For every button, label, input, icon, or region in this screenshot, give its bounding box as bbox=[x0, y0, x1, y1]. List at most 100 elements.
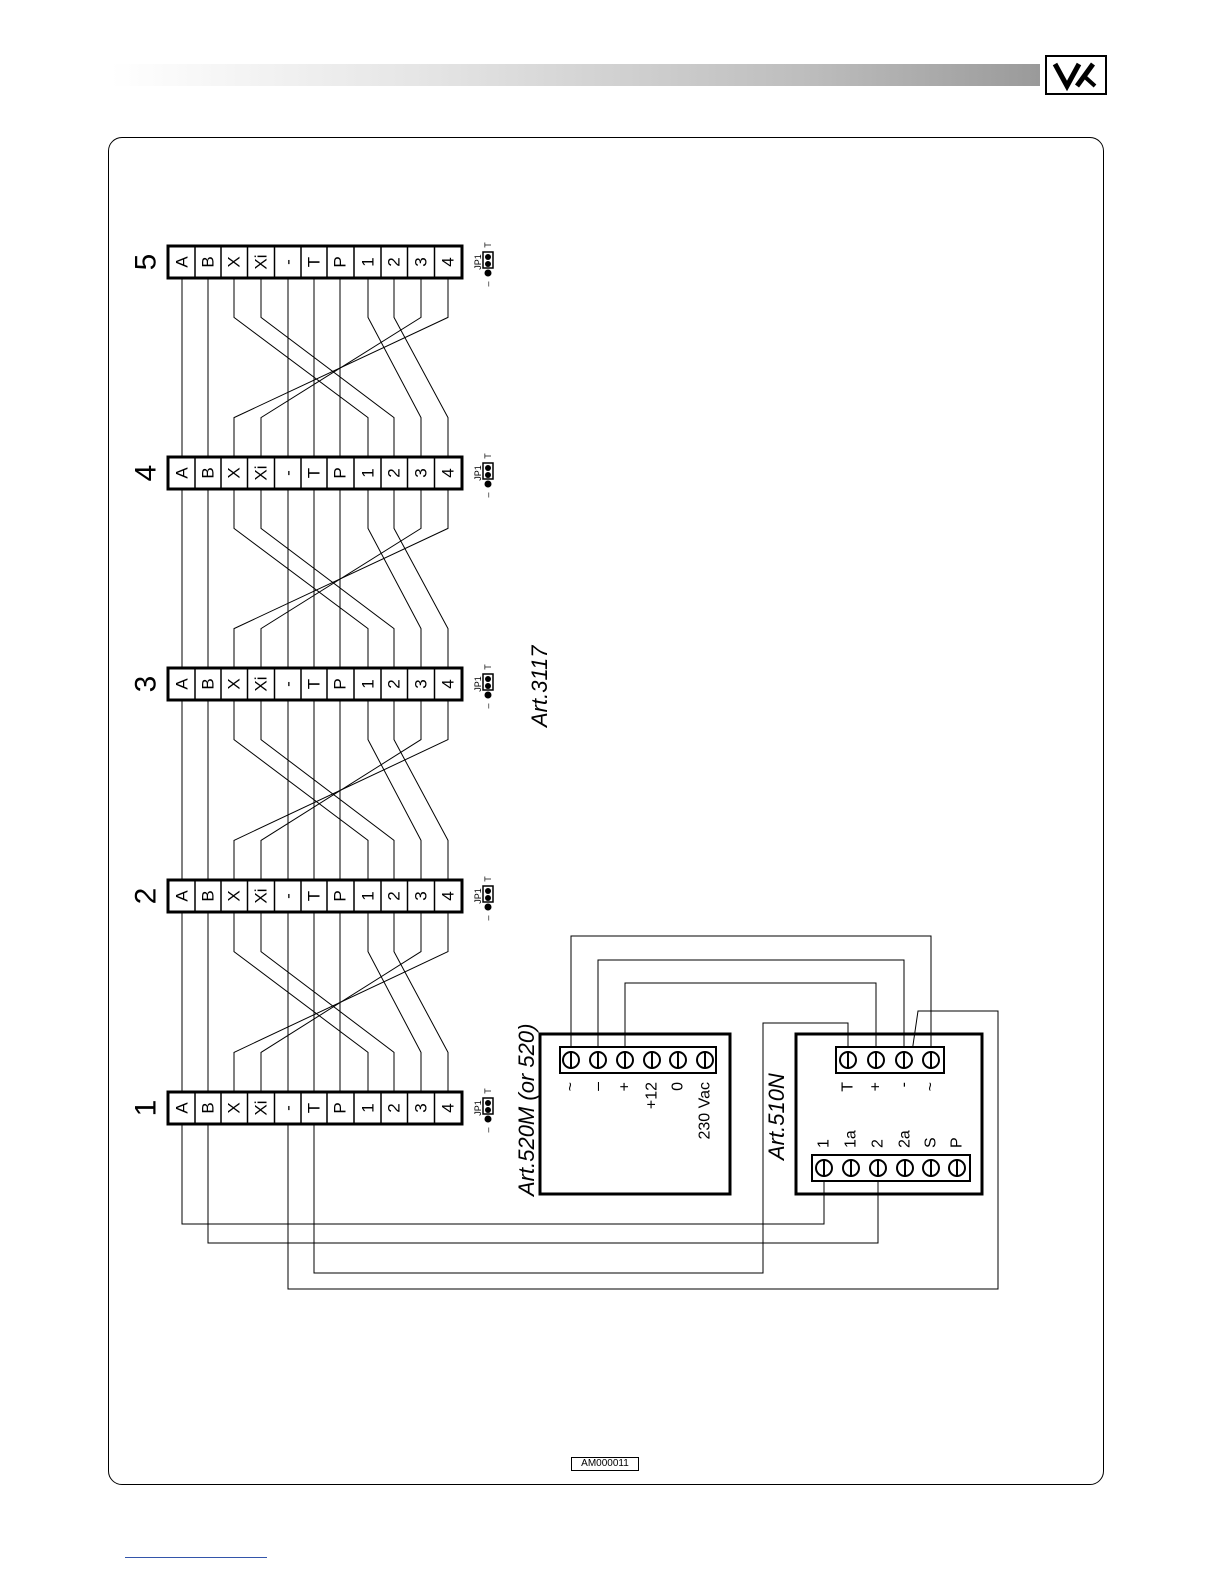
terminal-label: ~ bbox=[563, 1082, 580, 1091]
jumper-t: T bbox=[483, 453, 493, 459]
jumper-pin bbox=[485, 270, 492, 277]
terminal-label: Xi bbox=[252, 465, 271, 480]
wire bbox=[261, 278, 421, 457]
wire bbox=[261, 489, 421, 668]
jumper-pin bbox=[485, 692, 492, 699]
terminal-label: P bbox=[331, 678, 350, 689]
terminal-label: 1 bbox=[359, 257, 378, 266]
wire bbox=[625, 983, 876, 1052]
jumper-pin bbox=[485, 888, 491, 894]
terminal-label: 1a bbox=[843, 1130, 860, 1148]
terminal-label: – bbox=[590, 1082, 607, 1091]
terminal-label: A bbox=[173, 256, 192, 268]
wire bbox=[261, 700, 421, 880]
wire bbox=[261, 700, 394, 880]
terminal-label: B bbox=[199, 256, 218, 267]
terminal-label: - bbox=[279, 681, 298, 687]
jumper-pin bbox=[485, 254, 491, 260]
terminal-label: B bbox=[199, 890, 218, 901]
terminal-label: 1 bbox=[359, 1103, 378, 1112]
terminal-label: - bbox=[279, 259, 298, 265]
terminal-label: - bbox=[279, 1105, 298, 1111]
terminal-label: P bbox=[331, 256, 350, 267]
module-number: 4 bbox=[130, 465, 163, 482]
jumper-pin bbox=[485, 904, 492, 911]
jumper-label: JP1 bbox=[473, 465, 483, 481]
art520-terminal-strip bbox=[560, 1047, 716, 1073]
jumper-pin bbox=[485, 1116, 492, 1123]
terminal-label: Xi bbox=[252, 888, 271, 903]
terminal-label: 2 bbox=[385, 257, 404, 266]
terminal-label: P bbox=[949, 1137, 966, 1148]
module-2: ABXXi-TP12342JP1–T bbox=[130, 876, 494, 921]
terminal-label: T bbox=[305, 679, 324, 689]
terminal-label: A bbox=[173, 890, 192, 902]
art510-top-terminal-labels: T+-~ bbox=[840, 1082, 940, 1092]
terminal-label: 2 bbox=[385, 468, 404, 477]
art3117-label: Art.3117 bbox=[527, 645, 552, 729]
module-1: ABXXi-TP12341JP1–T bbox=[130, 1088, 494, 1133]
jumper-label: JP1 bbox=[473, 888, 483, 904]
jumper-t: T bbox=[483, 242, 493, 248]
terminal-label: + bbox=[868, 1082, 885, 1091]
wire bbox=[261, 278, 394, 457]
wire bbox=[234, 489, 368, 668]
module-number: 2 bbox=[130, 888, 163, 905]
terminal-label: 0 bbox=[670, 1082, 687, 1091]
terminal-label: X bbox=[225, 890, 244, 901]
document-code: AM000011 bbox=[571, 1457, 639, 1471]
terminal-label: Xi bbox=[252, 676, 271, 691]
terminal-label: B bbox=[199, 1102, 218, 1113]
terminal-label: X bbox=[225, 678, 244, 689]
terminal-label: + bbox=[617, 1082, 634, 1091]
art520-title: Art.520M (or 520) bbox=[514, 1024, 539, 1198]
jumper-label: JP1 bbox=[473, 1100, 483, 1116]
jumper-t: T bbox=[483, 1088, 493, 1094]
jumper-minus: – bbox=[483, 1127, 493, 1132]
terminal-label: S bbox=[923, 1137, 940, 1148]
jumper-pin bbox=[485, 1100, 491, 1106]
terminal-label: T bbox=[305, 1103, 324, 1113]
terminal-strip bbox=[560, 1047, 716, 1073]
module-number: 1 bbox=[130, 1100, 163, 1117]
terminal-label: P bbox=[331, 1102, 350, 1113]
jumper-minus: – bbox=[483, 703, 493, 708]
jumper-pin bbox=[485, 465, 491, 471]
jumper-t: T bbox=[483, 664, 493, 670]
wire bbox=[234, 278, 368, 457]
terminal-label: T bbox=[305, 257, 324, 267]
terminal-label: 3 bbox=[412, 468, 431, 477]
jumper-label: JP1 bbox=[473, 254, 483, 270]
terminal-label: 1 bbox=[359, 891, 378, 900]
terminal-label: 1 bbox=[359, 468, 378, 477]
terminal-label: ~ bbox=[923, 1082, 940, 1091]
jumper-pin bbox=[485, 683, 491, 689]
terminal-label: A bbox=[173, 467, 192, 479]
jumper-pin bbox=[485, 676, 491, 682]
terminal-strip bbox=[812, 1155, 970, 1181]
terminal-label: T bbox=[840, 1082, 857, 1092]
terminal-label: 230 Vac bbox=[697, 1082, 714, 1140]
terminal-label: T bbox=[305, 891, 324, 901]
wire bbox=[261, 912, 421, 1092]
art510-top-terminal-strip bbox=[836, 1047, 944, 1073]
terminal-label: P bbox=[331, 467, 350, 478]
jumper-pin bbox=[485, 472, 491, 478]
terminal-label: 4 bbox=[439, 257, 458, 266]
terminal-label: - bbox=[279, 470, 298, 476]
terminal-label: B bbox=[199, 678, 218, 689]
jumper-minus: – bbox=[483, 281, 493, 286]
terminal-label: 2 bbox=[385, 1103, 404, 1112]
module-number: 5 bbox=[130, 254, 163, 271]
terminal-label: A bbox=[173, 1102, 192, 1114]
wire bbox=[234, 912, 368, 1092]
terminal-label: X bbox=[225, 256, 244, 267]
wire bbox=[261, 489, 394, 668]
art510-title: Art.510N bbox=[764, 1073, 789, 1162]
